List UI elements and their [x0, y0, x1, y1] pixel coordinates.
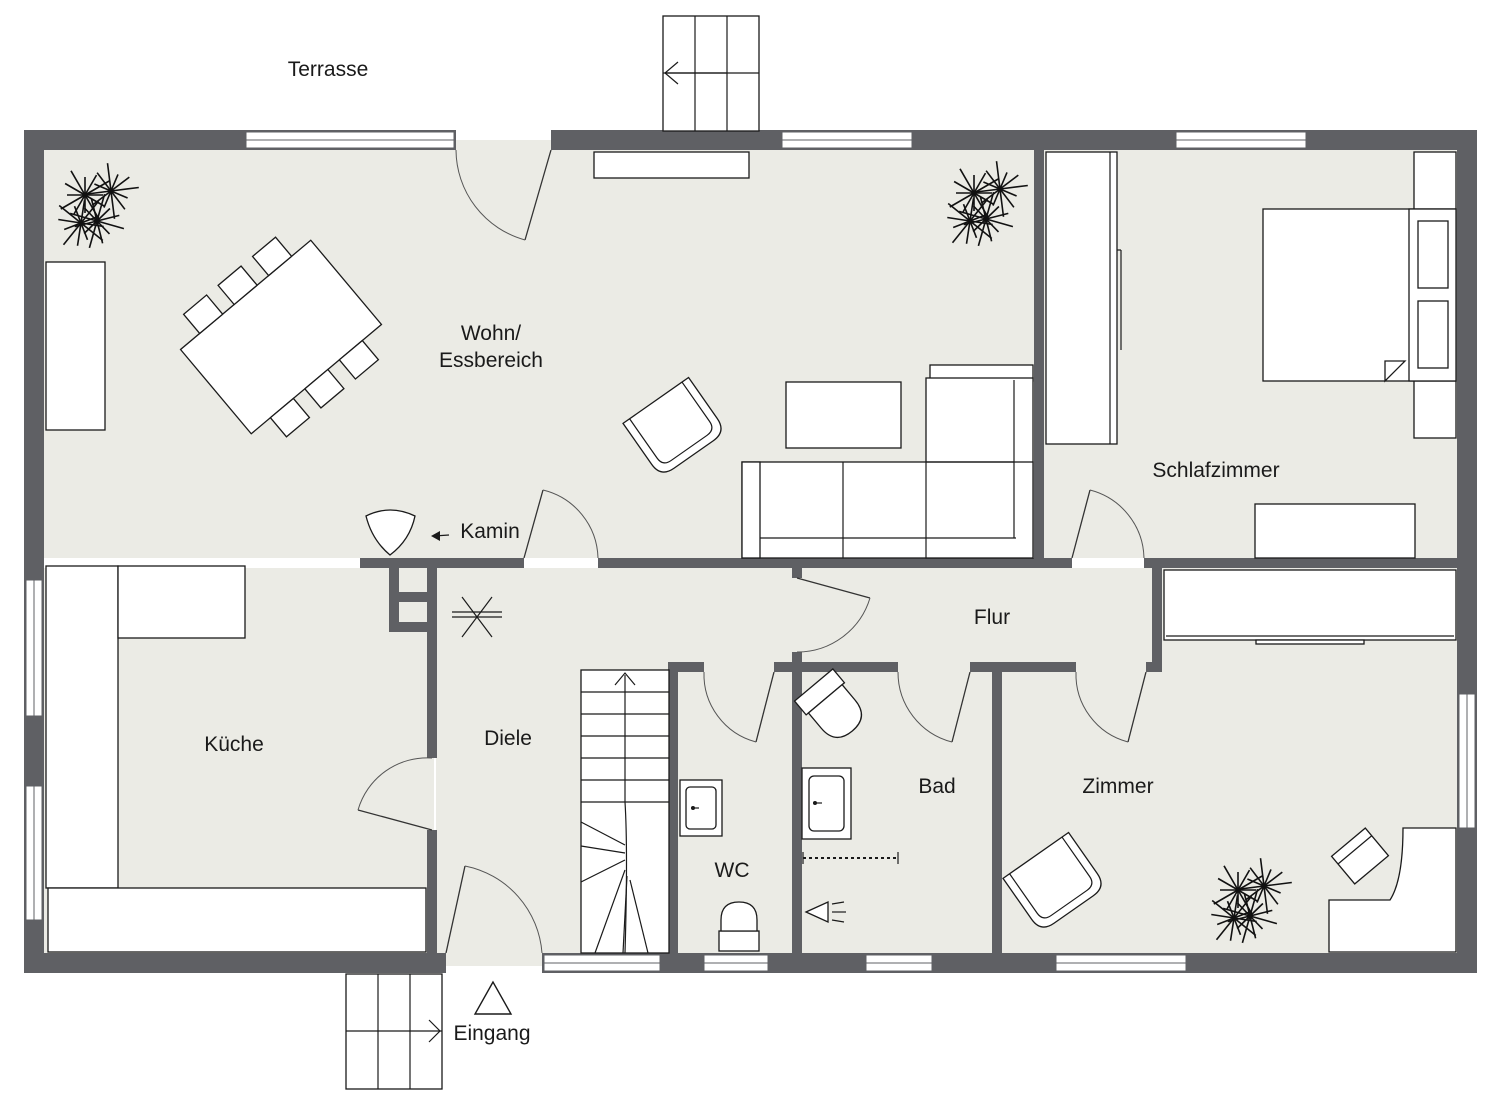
dining-table: [179, 236, 383, 438]
stairs-icon: [580, 669, 670, 954]
light-fixture-icon: [452, 596, 502, 638]
label-terrasse: Terrasse: [288, 58, 369, 81]
wardrobe: [1045, 151, 1122, 445]
label-wohn: Wohn/: [461, 322, 521, 345]
desk: [1328, 827, 1457, 953]
label-bad: Bad: [918, 775, 955, 798]
label-kueche: Küche: [204, 733, 264, 756]
plant-icon: [58, 163, 139, 249]
armchair: [622, 376, 722, 473]
wc-toilet: [718, 901, 760, 952]
bed: [1262, 151, 1457, 439]
plant-icon: [947, 161, 1028, 247]
label-eingang: Eingang: [453, 1022, 530, 1045]
coffee-table: [785, 381, 902, 449]
windows: [25, 131, 1476, 972]
hallway-wardrobe: [1163, 569, 1457, 645]
zimmer-armchair: [1002, 831, 1102, 928]
sofa: [741, 364, 1034, 559]
entrance-steps: [345, 973, 443, 1090]
bath-sink: [801, 767, 852, 840]
entrance-triangle-icon: [473, 980, 513, 1015]
label-diele: Diele: [484, 727, 532, 750]
shower-rail: [802, 852, 899, 864]
label-wc: WC: [715, 859, 750, 882]
tv-board: [593, 151, 750, 179]
doors: [357, 149, 1147, 954]
label-zimmer: Zimmer: [1082, 775, 1153, 798]
terrace-steps: [662, 15, 760, 132]
fireplace: [365, 509, 450, 556]
plant-icon: [1211, 858, 1292, 944]
label-kamin: Kamin: [460, 520, 520, 543]
label-flur: Flur: [974, 606, 1010, 629]
bedroom-dresser: [1254, 503, 1416, 559]
label-schlafzimmer: Schlafzimmer: [1152, 459, 1279, 482]
interior-walls: [360, 150, 1457, 953]
label-essbereich: Essbereich: [439, 349, 543, 372]
kitchen-counter: [45, 565, 427, 953]
sideboard: [45, 261, 106, 431]
bath-toilet: [793, 668, 863, 739]
wc-sink: [679, 779, 723, 837]
shower-head: [804, 900, 846, 924]
